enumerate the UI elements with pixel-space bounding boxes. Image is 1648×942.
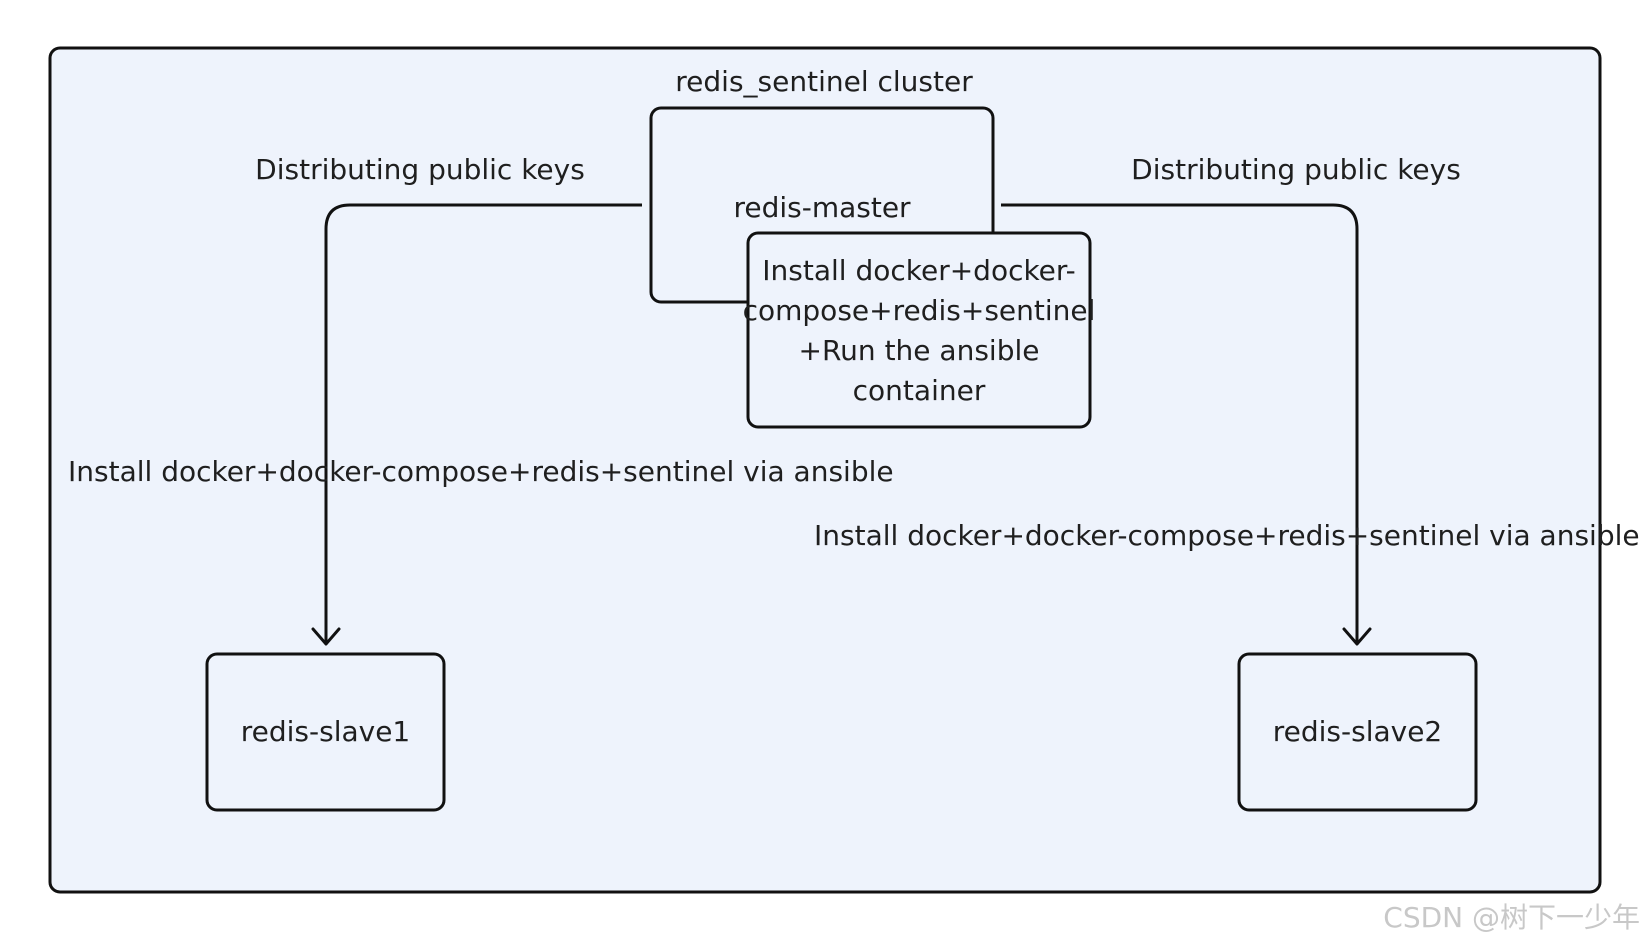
master-node-label: redis-master	[733, 191, 911, 224]
edge-master-to-slave1	[324, 203, 642, 642]
arrowhead-slave1	[311, 627, 341, 646]
edge-label-left-keys: Distributing public keys	[255, 153, 585, 186]
install-node-label: Install docker+docker-compose+redis+sent…	[742, 254, 1096, 407]
edge-label-left-install: Install docker+docker-compose+redis+sent…	[68, 455, 894, 488]
watermark-text: CSDN @树下一少年	[1383, 901, 1640, 934]
slave1-node-box[interactable]	[205, 652, 446, 812]
cluster-title: redis_sentinel cluster	[675, 65, 973, 98]
slave2-node-label: redis-slave2	[1272, 715, 1443, 748]
arrowhead-slave2	[1342, 627, 1372, 646]
edge-master-to-slave2	[1001, 203, 1359, 642]
edge-label-right-keys: Distributing public keys	[1131, 153, 1461, 186]
edge-label-right-install: Install docker+docker-compose+redis+sent…	[814, 519, 1640, 552]
install-node-box[interactable]	[746, 231, 1092, 429]
slave1-node-label: redis-slave1	[240, 715, 411, 748]
slave2-node-box[interactable]	[1237, 652, 1478, 812]
